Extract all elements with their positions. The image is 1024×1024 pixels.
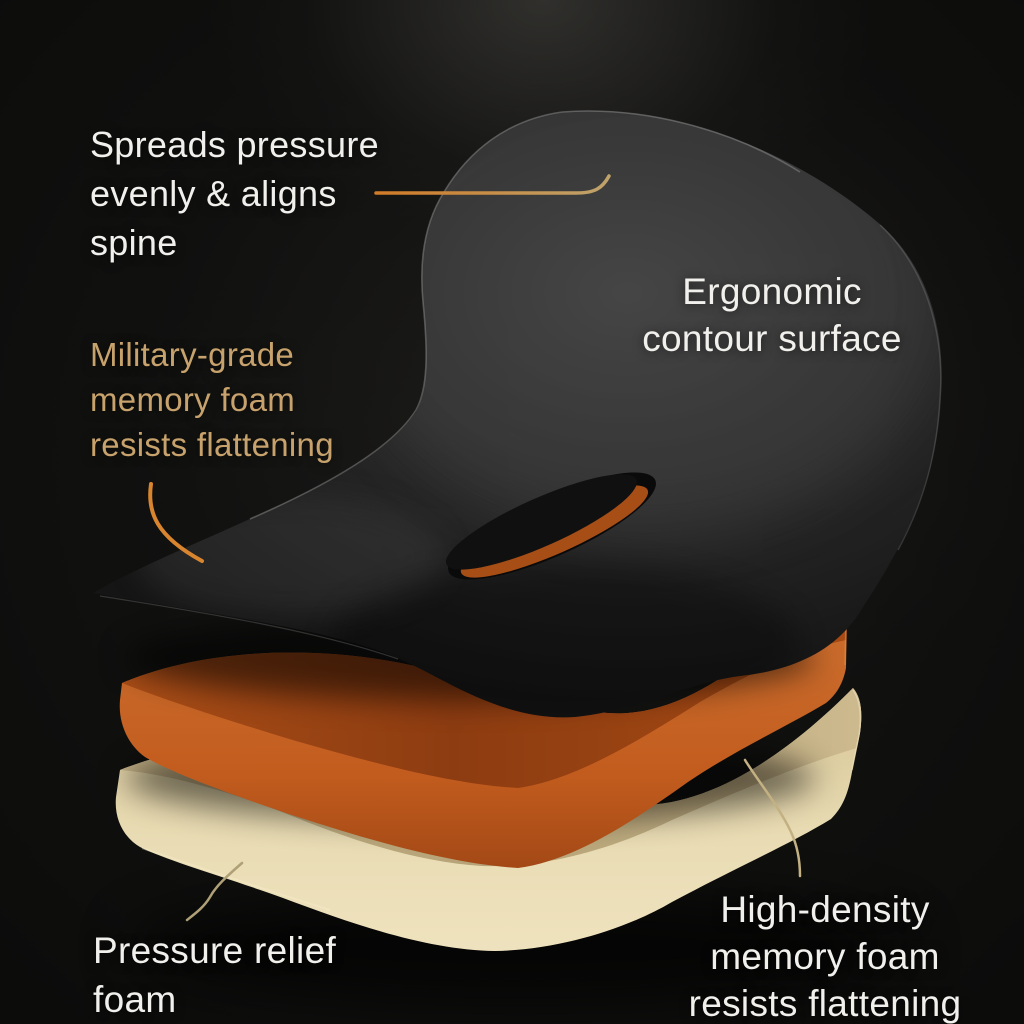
cutout-hole [445,472,656,580]
callout-line: contour surface [642,318,902,359]
callout-line: foam [93,979,177,1020]
callout-line: resists flattening [90,426,334,463]
callout-pressure-relief-foam: Pressure relief foam [93,926,336,1024]
callout-high-density-foam: High-density memory foam resists flatten… [625,886,1024,1024]
connector-military-grade [148,482,204,563]
callout-line: resists flattening [688,983,962,1024]
connector-high-density [743,758,802,878]
callout-military-grade-foam: Military-grade memory foam resists flatt… [90,332,334,467]
callout-line: spine [90,222,178,263]
callout-line: High-density [720,889,930,930]
callout-ergonomic-surface: Ergonomic contour surface [572,268,972,362]
callout-line: memory foam [710,936,940,977]
callout-line: Ergonomic [682,271,862,312]
callout-line: Pressure relief [93,930,337,971]
callout-line: Military-grade [90,336,295,373]
connector-pressure-relief [185,861,244,922]
callout-line: Spreads pressure [90,124,379,165]
connector-spreads-pressure [374,174,611,195]
callout-line: evenly & aligns [90,173,337,214]
callout-line: memory foam [90,381,296,418]
callout-spreads-pressure: Spreads pressure evenly & aligns spine [90,120,379,267]
